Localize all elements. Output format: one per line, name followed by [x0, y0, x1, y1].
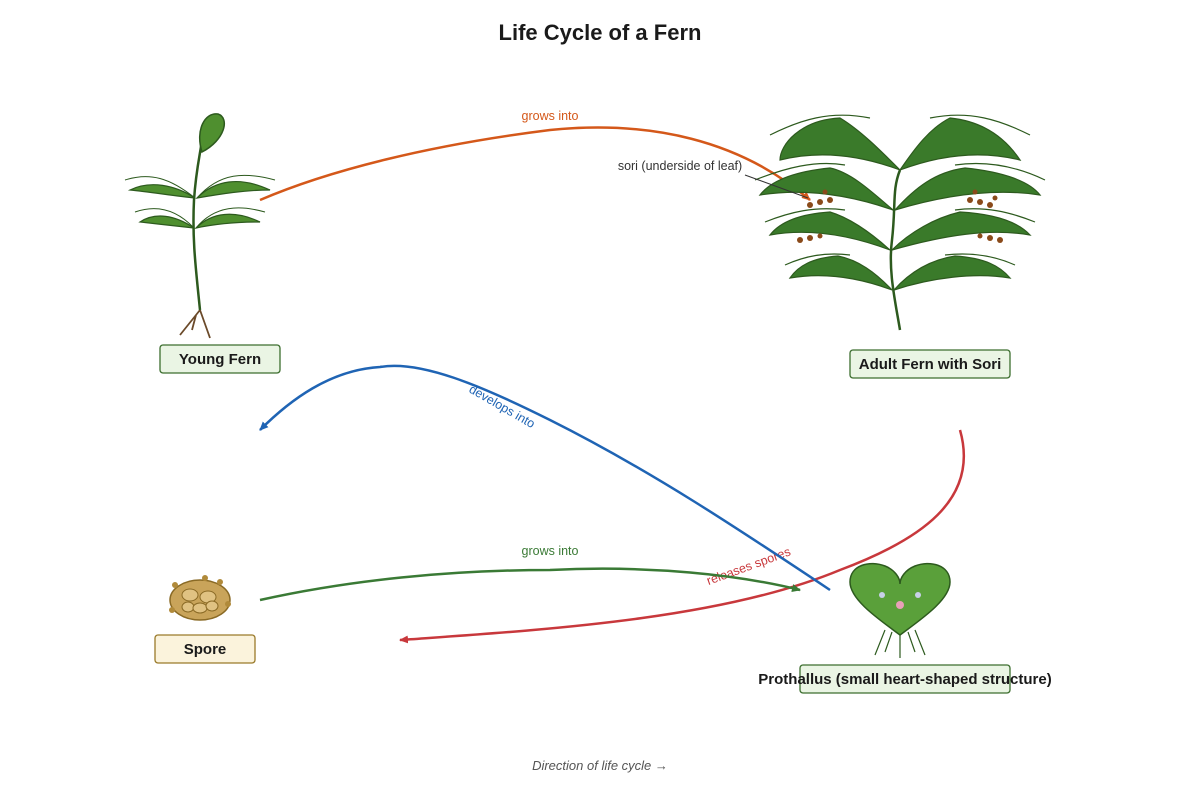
spore-label: Spore	[184, 641, 227, 658]
adult-fern-node[interactable]: Adult Fern with Sori	[849, 349, 1011, 379]
prothallus-label: Prothallus (small heart-shaped structure…	[758, 671, 1051, 688]
life-cycle-direction-caption: Direction of life cycle →	[532, 758, 668, 773]
edge-label-spore-to-prothallus: grows into	[522, 544, 579, 558]
young-fern-node[interactable]: Young Fern	[159, 344, 281, 374]
spore-node[interactable]: Spore	[154, 634, 256, 664]
young-fern-label: Young Fern	[179, 351, 261, 368]
adult-fern-label: Adult Fern with Sori	[859, 356, 1002, 373]
edge-young-to-adult	[259, 126, 811, 202]
edge-adult-to-spore	[399, 429, 966, 644]
edge-label-prothallus-to-young: develops into	[467, 382, 538, 431]
edge-prothallus-to-young	[259, 364, 831, 592]
sori-leader-line	[744, 174, 809, 199]
edge-spore-to-prothallus	[259, 567, 801, 602]
prothallus-illustration	[849, 562, 951, 658]
edge-label-young-to-adult: grows into	[522, 109, 579, 123]
young-fern-illustration	[124, 113, 276, 339]
spore-illustration	[169, 575, 231, 621]
prothallus-node[interactable]: Prothallus (small heart-shaped structure…	[758, 664, 1052, 694]
sori-dots	[797, 189, 1003, 243]
edge-label-adult-to-spore: releases spores	[705, 545, 793, 588]
diagram-title: Life Cycle of a Fern	[499, 20, 702, 45]
adult-fern-illustration	[754, 114, 1046, 331]
sori-annotation: sori (underside of leaf)	[618, 159, 742, 173]
